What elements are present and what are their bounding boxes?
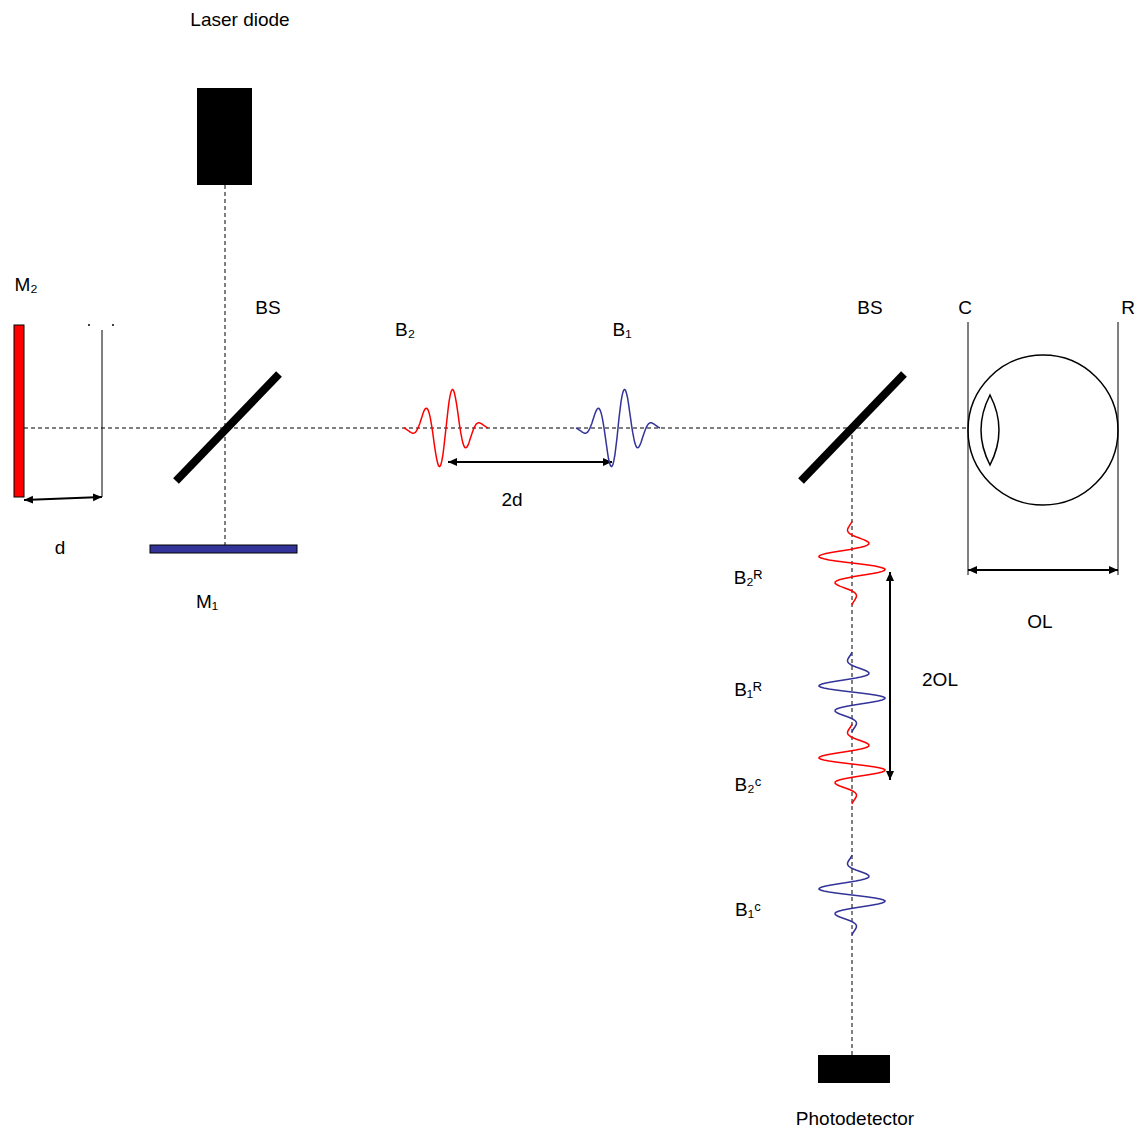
part-label: M₂ bbox=[14, 275, 37, 296]
wave-packet bbox=[404, 389, 488, 466]
eye bbox=[968, 355, 1118, 505]
mirror bbox=[150, 545, 297, 553]
device-box: Laser diode bbox=[197, 88, 252, 185]
lens bbox=[981, 395, 999, 465]
part-label: B₂ᶜ bbox=[735, 775, 762, 796]
part-label: R bbox=[1121, 298, 1135, 319]
dimension-arrow bbox=[24, 497, 102, 500]
part-label: 2OL bbox=[922, 670, 958, 691]
mirror bbox=[14, 325, 24, 497]
part-label: BS bbox=[255, 298, 280, 319]
part-label: BS bbox=[857, 298, 882, 319]
dot bbox=[112, 324, 114, 326]
dimension-arrow bbox=[448, 461, 612, 463]
wave-packet bbox=[576, 389, 660, 466]
wave-packet bbox=[819, 855, 885, 935]
part-label: B₂ bbox=[395, 320, 415, 341]
wave-packet bbox=[819, 521, 885, 605]
device-label: Photodetector bbox=[796, 1109, 914, 1130]
part-label: C bbox=[958, 298, 972, 319]
wave-packet bbox=[819, 724, 885, 804]
beam-splitter bbox=[801, 374, 904, 481]
dimension-arrow bbox=[968, 569, 1118, 571]
reference-line bbox=[1118, 322, 1119, 575]
beam bbox=[225, 185, 226, 545]
part-label: 2d bbox=[501, 490, 522, 511]
dimension-arrow bbox=[889, 572, 891, 780]
device-box: Photodetector bbox=[818, 1055, 890, 1083]
part-label: B₂ᴿ bbox=[734, 568, 763, 589]
part-label: B₁ bbox=[612, 320, 631, 341]
reference-line bbox=[968, 322, 969, 575]
part-label: M₁ bbox=[196, 592, 218, 613]
dot bbox=[88, 324, 90, 326]
wave-packet bbox=[819, 652, 885, 732]
part-label: B₁ᶜ bbox=[735, 900, 761, 921]
part-label: d bbox=[55, 538, 66, 559]
device-label: Laser diode bbox=[190, 10, 289, 31]
reference-line bbox=[102, 330, 103, 497]
beam bbox=[24, 428, 968, 429]
part-label: B₁ᴿ bbox=[734, 680, 762, 701]
beam-splitter bbox=[176, 374, 279, 481]
part-label: OL bbox=[1027, 612, 1052, 633]
